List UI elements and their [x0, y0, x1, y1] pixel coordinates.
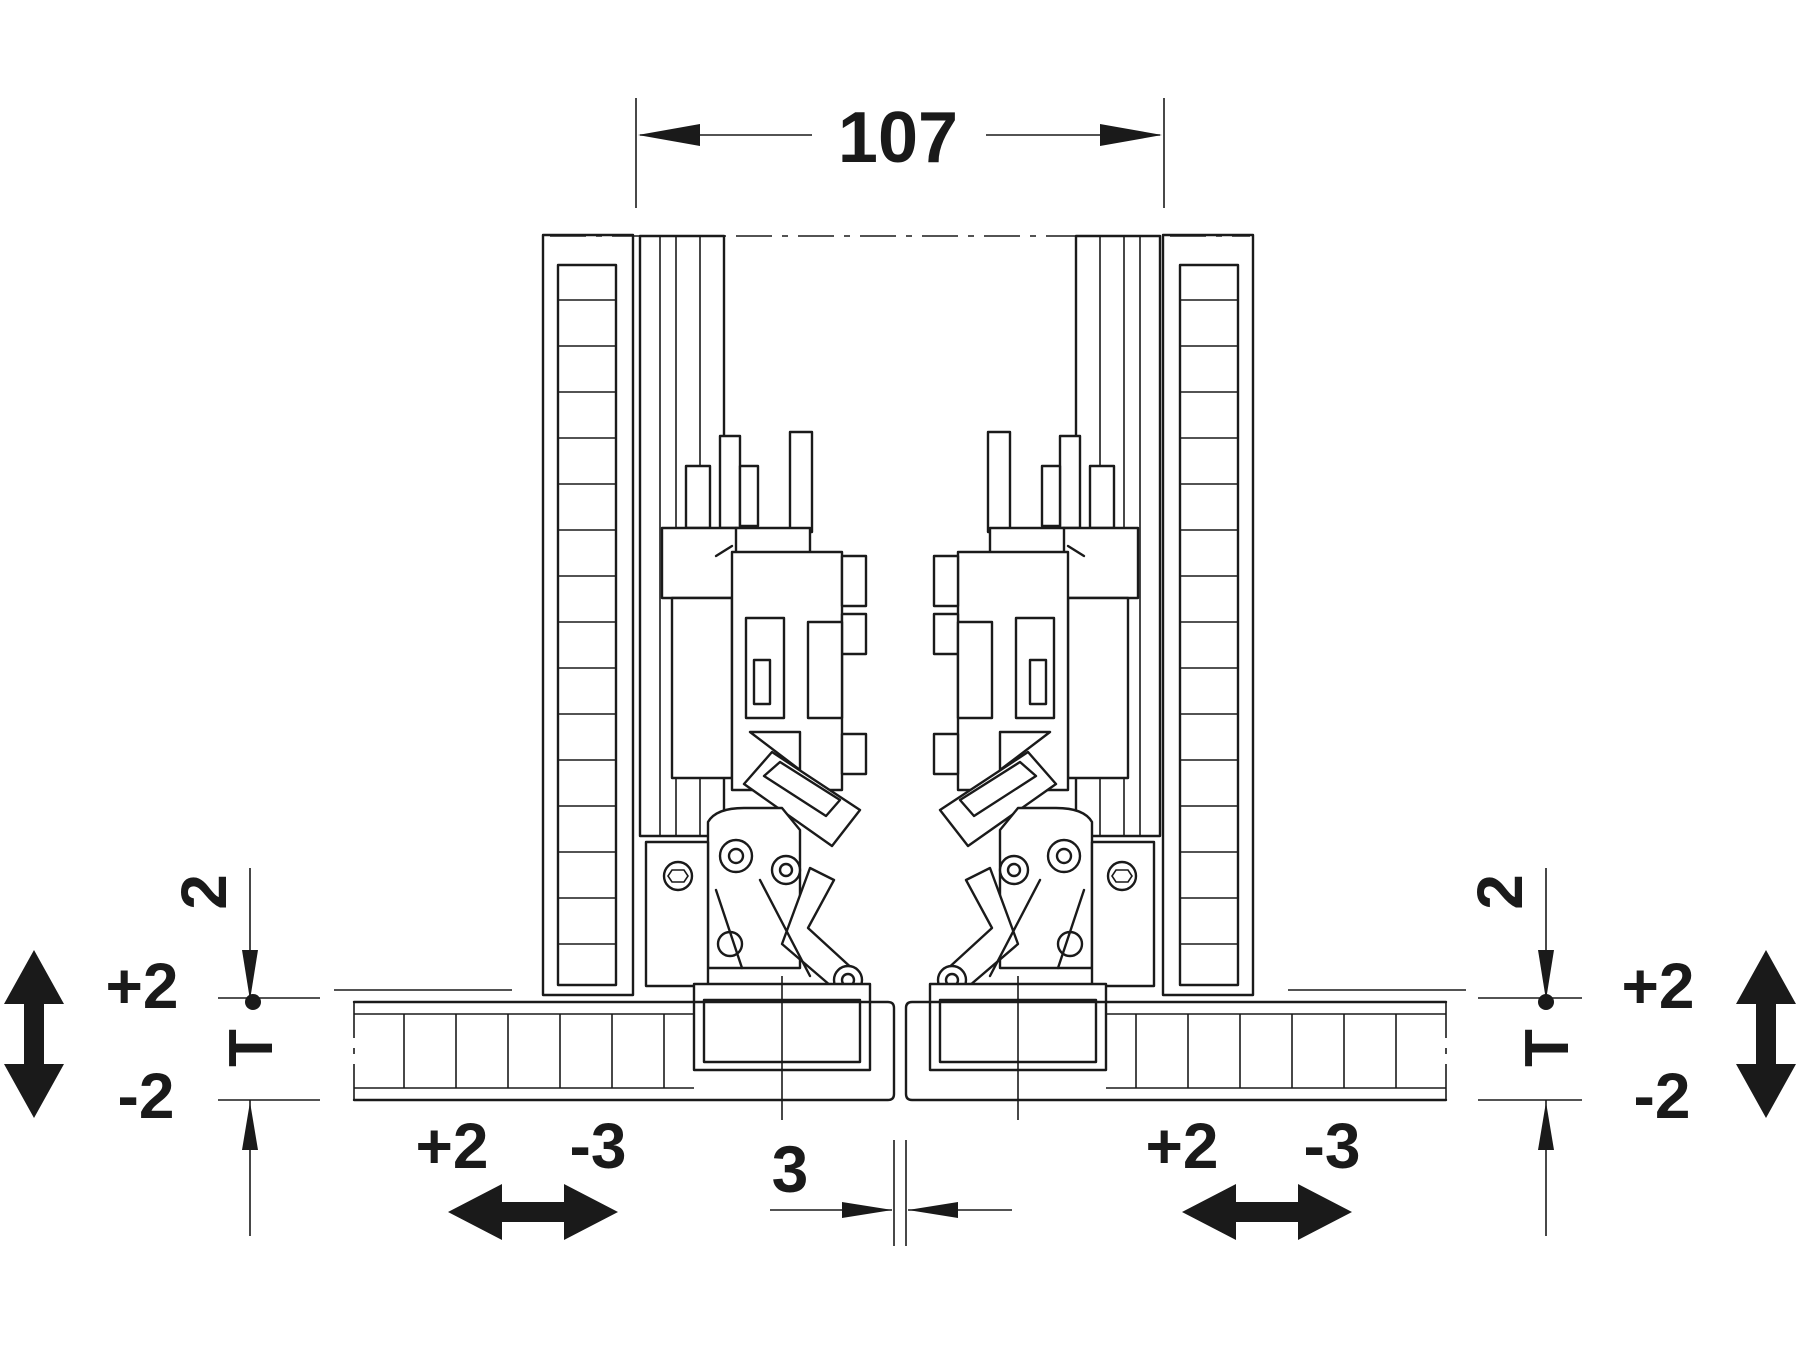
left-thickness-label: T: [217, 1029, 286, 1067]
gap-dimension: 3: [770, 1132, 1012, 1246]
right-side-panel: [1161, 233, 1255, 997]
right-lateral-minus: -3: [1304, 1110, 1361, 1182]
reference-point-icon: [1538, 994, 1554, 1010]
arrowhead-down-icon: [1538, 950, 1554, 1000]
right-door: [904, 1000, 1448, 1102]
vertical-adjust-right-icon: [1736, 950, 1796, 1118]
right-lateral-adjustment: +2 -3: [1146, 1110, 1361, 1240]
left-lateral-adjustment: +2 -3: [416, 1110, 627, 1240]
left-door: [352, 1000, 896, 1102]
left-side-panel: [541, 233, 635, 997]
width-dimension: 107: [635, 98, 1165, 208]
arrowhead-left-icon: [638, 124, 700, 146]
gap-label: 3: [772, 1132, 809, 1206]
right-height-dimension: 2 T +2 -2: [1464, 868, 1796, 1236]
right-lateral-plus: +2: [1146, 1110, 1219, 1182]
right-height-offset: 2: [1464, 874, 1536, 910]
left-lateral-minus: -3: [570, 1110, 627, 1182]
arrowhead-right-icon: [842, 1202, 892, 1218]
arrowhead-up-icon: [1538, 1102, 1554, 1150]
left-hinge-mechanism: [638, 234, 872, 1120]
left-height-offset: 2: [168, 874, 240, 910]
right-thickness-label: T: [1513, 1029, 1582, 1067]
lateral-adjust-left-icon: [448, 1184, 618, 1240]
right-hinge-mechanism: [928, 234, 1162, 1120]
right-vertical-minus: -2: [1634, 1060, 1691, 1132]
arrowhead-right-icon: [1100, 124, 1162, 146]
reference-point-icon: [245, 994, 261, 1010]
arrowhead-left-icon: [908, 1202, 958, 1218]
arrowhead-down-icon: [242, 950, 258, 1000]
left-vertical-minus: -2: [118, 1060, 175, 1132]
arrowhead-up-icon: [242, 1102, 258, 1150]
right-vertical-plus: +2: [1622, 950, 1695, 1022]
left-lateral-plus: +2: [416, 1110, 489, 1182]
lateral-adjust-right-icon: [1182, 1184, 1352, 1240]
left-height-dimension: 2 T +2 -2: [4, 868, 320, 1236]
left-vertical-plus: +2: [106, 950, 179, 1022]
vertical-adjust-left-icon: [4, 950, 64, 1118]
width-label: 107: [838, 98, 958, 178]
